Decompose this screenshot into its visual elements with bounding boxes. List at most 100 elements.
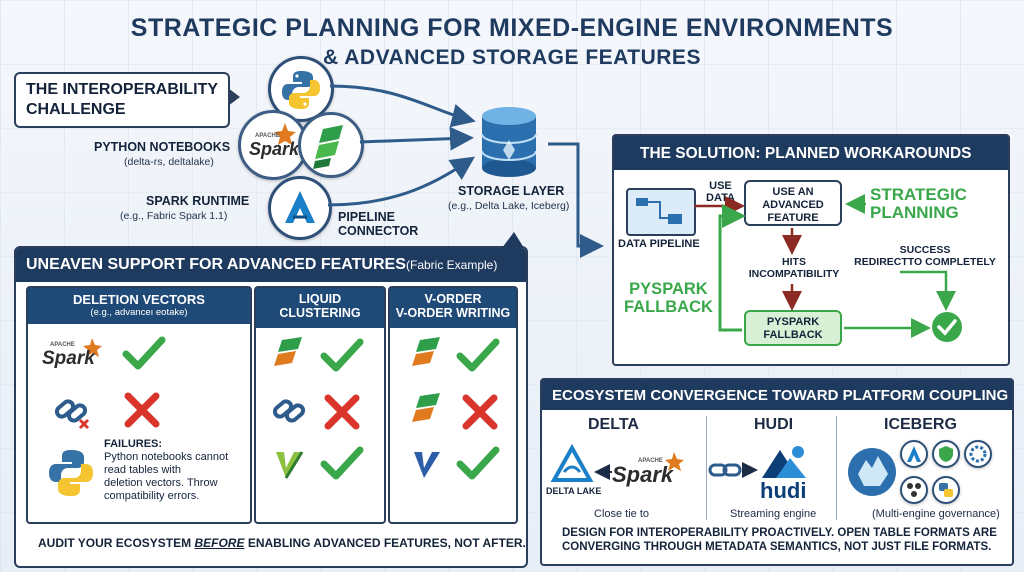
- spark-logo-top: APACHE: [638, 458, 663, 464]
- cross-icon: [324, 394, 360, 430]
- uneven-footer-a: AUDIT YOUR ECOSYSTEM: [38, 536, 195, 550]
- pyspark-box-line-2: FALLBACK: [763, 329, 823, 341]
- v-order-title-1: V-ORDER: [424, 292, 482, 306]
- multi-engine-label: (Multi-engine governance): [872, 508, 1000, 520]
- deletion-vectors-title: DELETION VECTORS: [73, 292, 205, 307]
- delta-lake-icon: [550, 443, 594, 482]
- liquid-clustering-header: LIQUID CLUSTERING: [256, 288, 384, 328]
- v-order-icon: [276, 451, 304, 479]
- arrow-left-icon: [594, 464, 612, 480]
- challenge-label: THE INTEROPERABILITY CHALLENGE: [26, 81, 218, 118]
- gear-icon: [964, 440, 992, 468]
- check-icon: [456, 338, 500, 372]
- storage-layer-sub: (e.g., Delta Lake, Iceberg): [448, 200, 570, 212]
- check-icon: [456, 446, 500, 480]
- broken-link-icon: [54, 399, 90, 430]
- flow-icon: [626, 188, 696, 236]
- solution-header: THE SOLUTION: PLANNED WORKAROUNDS: [614, 136, 1008, 170]
- use-data-line-1: USE: [709, 180, 732, 192]
- delta-lake-logo: DELTA LAKE: [546, 486, 602, 496]
- spark-runtime-sub: (e.g., Fabric Spark 1.1): [120, 210, 228, 222]
- main-title-line-1: STRATEGIC PLANNING FOR MIXED-ENGINE ENVI…: [130, 14, 894, 42]
- uneven-footer-b: BEFORE: [194, 536, 245, 550]
- hudi-title: HUDI: [754, 416, 794, 433]
- link-icon: [708, 463, 742, 477]
- iceberg-icon: [848, 448, 896, 496]
- python-icon: [932, 476, 960, 504]
- v-order-header: V-ORDER V-ORDER WRITING: [390, 288, 516, 328]
- failures-note: FAILURES: Python notebooks cannot read t…: [104, 438, 244, 503]
- liquid-clustering-title-2: CLUSTERING: [279, 306, 361, 320]
- spark-icon: APACHE Spark: [612, 450, 692, 490]
- azure-icon: [900, 440, 928, 468]
- check-icon: [320, 446, 364, 480]
- spark-logo-text: Spark: [612, 462, 674, 487]
- database-icon: [476, 104, 542, 180]
- spark-logo-top: APACHE: [255, 133, 280, 139]
- v-order-column: V-ORDER V-ORDER WRITING: [388, 286, 518, 524]
- pyspark-box-line-1: PYSPARK: [766, 316, 820, 328]
- data-pipeline-label: DATA PIPELINE: [618, 238, 700, 250]
- close-tie-label: Close tie to: [594, 508, 650, 520]
- nodes-icon: [900, 476, 928, 504]
- liquid-clustering-title-1: LIQUID: [298, 292, 342, 306]
- storage-layer-label: STORAGE LAYER: [458, 184, 565, 198]
- use-adv-line-1: USE AN: [772, 186, 814, 198]
- divider: [706, 416, 707, 520]
- shield-icon: [932, 440, 960, 468]
- ecosystem-footer-1: DESIGN FOR INTEROPERABILITY PROACTIVELY.…: [562, 527, 997, 539]
- ecosystem-footer: DESIGN FOR INTEROPERABILITY PROACTIVELY.…: [562, 526, 997, 554]
- spark-logo-top: APACHE: [50, 342, 75, 348]
- broken-link-icon: [272, 399, 306, 423]
- main-title-line-2: & ADVANCED STORAGE FEATURES: [323, 46, 701, 69]
- spark-runtime-label: SPARK RUNTIME: [146, 194, 250, 208]
- deletion-vectors-sub: (e.g., advanceı eotake): [90, 307, 188, 318]
- streaming-label: Streaming engine: [730, 508, 817, 520]
- check-icon: [320, 338, 364, 372]
- failures-text-2: read tables with: [104, 464, 182, 476]
- v-order-icon: [414, 452, 440, 478]
- ecosystem-footer-2: CONVERGING THROUGH METADATA SEMANTICS, N…: [562, 541, 992, 553]
- pyspark-fallback-box: PYSPARK FALLBACK: [744, 310, 842, 346]
- uneven-support-header: UNEAVEN SUPPORT FOR ADVANCED FEATURES (F…: [16, 248, 526, 282]
- python-icon: [268, 56, 334, 122]
- hudi-logo: hudi: [760, 478, 807, 503]
- iceberg-title: ICEBERG: [884, 416, 957, 433]
- python-notebooks-sub: (delta-rs, deltalake): [124, 156, 214, 168]
- fabric-icon: [412, 393, 440, 422]
- failures-text-1: Python notebooks cannot: [104, 451, 229, 463]
- success-line-1: SUCCESS: [899, 244, 951, 256]
- check-icon: [122, 336, 166, 370]
- strategic-line-1: STRATEGIC: [870, 185, 967, 204]
- uneven-footer: AUDIT YOUR ECOSYSTEM BEFORE ENABLING ADV…: [38, 536, 526, 550]
- pyspark-fb-line-2: FALLBACK: [624, 298, 713, 316]
- fabric-icon: [298, 112, 364, 178]
- spark-logo-text: Spark: [249, 139, 300, 159]
- hits-line-1: HITS: [782, 256, 806, 268]
- fabric-icon: [412, 337, 440, 366]
- success-check-icon: [932, 312, 962, 342]
- success-line-2: REDIRECTTO COMPLETELY: [854, 256, 996, 268]
- uneven-support-title: UNEAVEN SUPPORT FOR ADVANCED FEATURES: [26, 256, 406, 273]
- failures-text-4: compatibility errors.: [104, 490, 200, 502]
- python-icon: [49, 450, 93, 496]
- delta-title: DELTA: [588, 416, 639, 433]
- uneven-callout-tail: [502, 232, 524, 248]
- liquid-clustering-column: LIQUID CLUSTERING: [254, 286, 386, 524]
- uneven-support-subtitle: (Fabric Example): [406, 258, 498, 272]
- use-advanced-feature-box: USE AN ADVANCED FEATURE: [744, 180, 842, 226]
- v-order-title-2: V-ORDER WRITING: [395, 306, 511, 320]
- arrow-right-icon: [742, 462, 758, 478]
- solution-title: THE SOLUTION: PLANNED WORKAROUNDS: [640, 145, 972, 162]
- use-adv-line-3: FEATURE: [767, 212, 819, 224]
- challenge-callout: THE INTEROPERABILITY CHALLENGE: [14, 72, 240, 128]
- ecosystem-header: ECOSYSTEM CONVERGENCE TOWARD PLATFORM CO…: [542, 380, 1012, 410]
- use-adv-line-2: ADVANCED: [762, 199, 824, 211]
- failures-text-3: deletion vectors. Throw: [104, 477, 218, 489]
